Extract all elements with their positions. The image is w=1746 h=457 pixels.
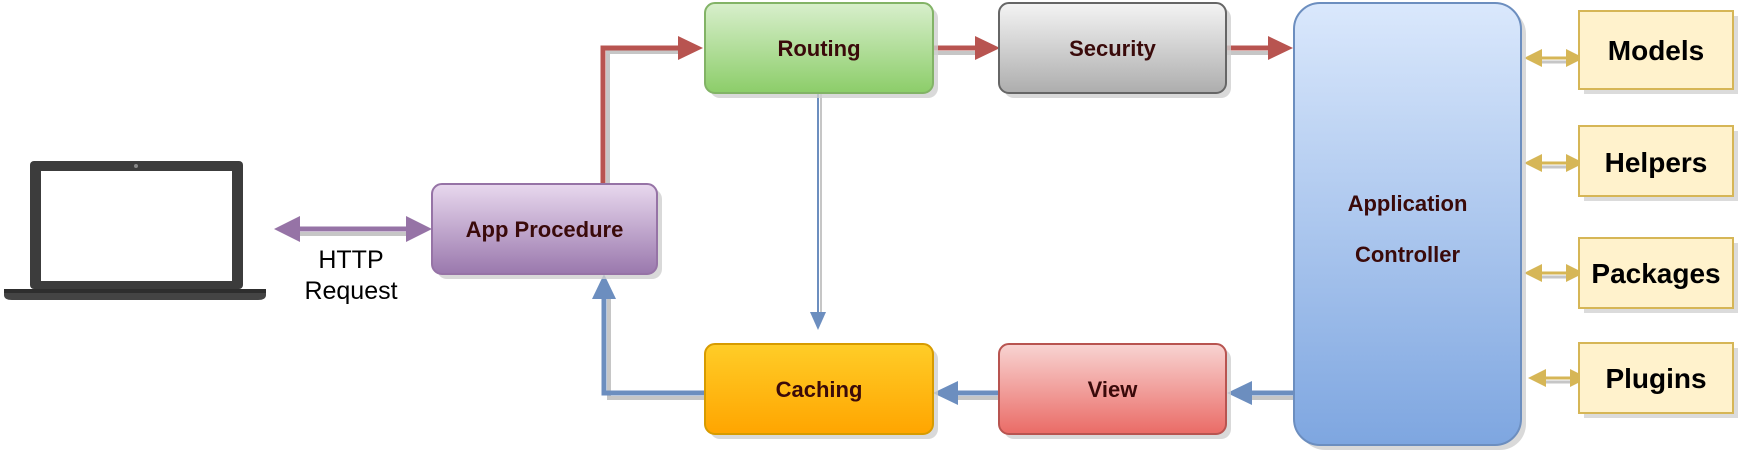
arrow-view-to-caching xyxy=(933,381,1004,405)
application-controller-label-line2: Controller xyxy=(1355,242,1461,267)
node-helpers[interactable]: Helpers xyxy=(1578,125,1738,201)
node-models[interactable]: Models xyxy=(1578,10,1738,94)
helpers-label: Helpers xyxy=(1605,147,1708,178)
models-label: Models xyxy=(1608,35,1704,66)
http-request-label-line2: Request xyxy=(304,277,397,305)
packages-label: Packages xyxy=(1591,258,1720,289)
node-routing[interactable]: Routing xyxy=(704,2,938,98)
arrow-client-app-procedure xyxy=(274,216,432,242)
arrow-controller-packages xyxy=(1524,264,1584,282)
arrow-app-procedure-to-routing xyxy=(600,36,703,188)
node-app-procedure[interactable]: App Procedure xyxy=(431,183,662,279)
application-controller-label-line1: Application xyxy=(1348,191,1468,216)
view-label: View xyxy=(1088,377,1139,402)
arrow-routing-to-caching xyxy=(810,94,826,330)
node-packages[interactable]: Packages xyxy=(1578,237,1738,313)
node-security[interactable]: Security xyxy=(998,2,1231,98)
app-procedure-label: App Procedure xyxy=(466,217,624,242)
caching-label: Caching xyxy=(776,377,863,402)
laptop-icon xyxy=(4,161,266,300)
node-view[interactable]: View xyxy=(998,343,1231,439)
node-application-controller[interactable]: Application Controller xyxy=(1293,2,1526,450)
arrow-security-to-controller xyxy=(1227,36,1293,60)
arrow-routing-to-security xyxy=(932,36,1000,60)
arrow-controller-models xyxy=(1524,49,1584,67)
http-request-label-line1: HTTP xyxy=(318,246,383,274)
arrow-controller-helpers xyxy=(1524,154,1584,172)
node-plugins[interactable]: Plugins xyxy=(1578,342,1738,418)
security-label: Security xyxy=(1069,36,1157,61)
arrow-caching-to-app-procedure xyxy=(592,274,708,400)
routing-label: Routing xyxy=(777,36,860,61)
node-caching[interactable]: Caching xyxy=(704,343,938,439)
arrow-controller-to-view xyxy=(1227,381,1300,405)
plugins-label: Plugins xyxy=(1605,363,1706,394)
